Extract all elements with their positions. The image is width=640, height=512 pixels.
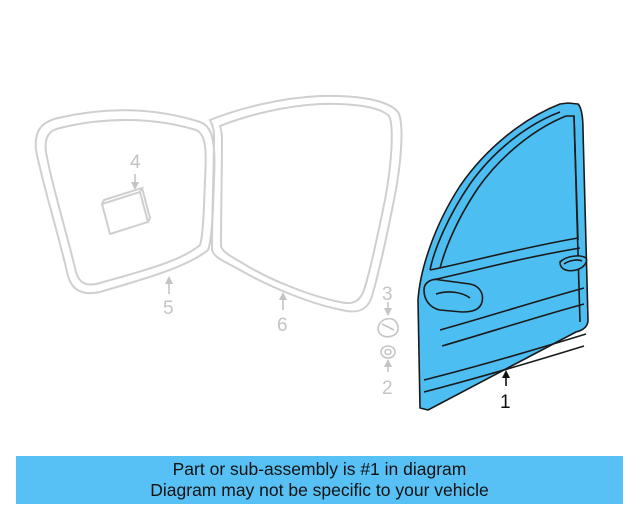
arrow-part-6 — [279, 292, 287, 300]
label-pad-part-4 — [100, 186, 152, 236]
arrow-part-1 — [502, 370, 510, 378]
callout-3: 3 — [382, 284, 393, 305]
banner-line-2: Diagram may not be specific to your vehi… — [150, 480, 489, 500]
callout-2: 2 — [382, 378, 393, 399]
arrow-part-3 — [384, 308, 392, 316]
callout-1: 1 — [500, 392, 511, 413]
plug-part-2 — [380, 345, 396, 359]
arrow-part-5 — [165, 276, 173, 284]
weatherstrip-part-6 — [208, 94, 403, 313]
callout-5: 5 — [163, 298, 174, 319]
banner-line-1: Part or sub-assembly is #1 in diagram — [172, 459, 467, 479]
arrow-part-2 — [384, 359, 392, 367]
arrow-part-4 — [131, 182, 139, 190]
callout-6: 6 — [277, 315, 288, 336]
info-banner: Part or sub-assembly is #1 in diagram Di… — [16, 456, 623, 504]
weatherstrip-part-5 — [34, 109, 216, 295]
callout-4: 4 — [130, 152, 141, 173]
clip-part-3 — [377, 317, 399, 338]
door-shell-part-1 — [417, 102, 589, 411]
